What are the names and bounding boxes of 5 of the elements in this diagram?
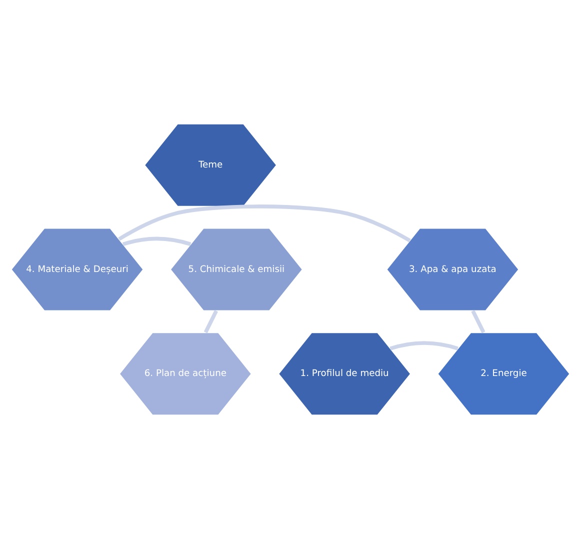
connector (122, 236, 192, 246)
connector (118, 204, 411, 242)
connector (390, 340, 458, 350)
connector (204, 310, 218, 333)
connector (471, 310, 486, 333)
